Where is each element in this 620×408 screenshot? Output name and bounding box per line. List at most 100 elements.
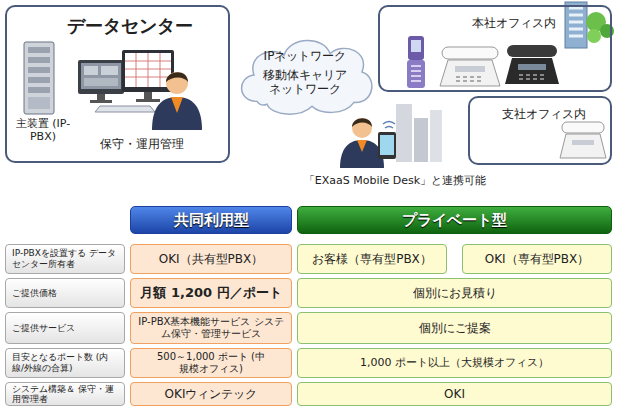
- node-title: 共同利用型: [174, 211, 249, 229]
- mobile-person: [340, 118, 396, 168]
- caption-label: 「EXaaS Mobile Desk」と連携可能: [300, 174, 490, 187]
- office-building: [569, 8, 583, 36]
- table-cell: お客様（専有型PBX）: [297, 244, 447, 274]
- monitor: [78, 60, 124, 103]
- keyboard: [95, 106, 155, 112]
- operator-person: [166, 72, 188, 82]
- monitor: [136, 99, 160, 102]
- column-header: 共同利用型: [130, 206, 292, 234]
- monitor: [125, 53, 171, 87]
- desk-phone: [518, 64, 546, 70]
- server-rack: [28, 47, 50, 53]
- price-cell: 月額 1,200 円／ポート: [130, 278, 292, 308]
- column-header: プライベート型: [297, 206, 612, 234]
- node-title: 500～1,000 ポート (中規模オフィス): [155, 351, 267, 375]
- operator-person: [166, 72, 188, 94]
- office-building: [587, 29, 601, 43]
- monitor: [78, 60, 124, 94]
- caption-label: 保守・運用管理: [92, 137, 192, 151]
- node-title: お客様（専有型PBX）: [312, 252, 432, 266]
- row-label: システム構築＆ 保守・運用管理者: [5, 382, 125, 406]
- monitor: [101, 66, 118, 75]
- table-cell: IP-PBX基本機能サービス システム保守・管理サービス: [130, 312, 292, 344]
- desk-phone: [505, 58, 559, 84]
- mobile-person: [383, 122, 395, 129]
- city-buildings: [396, 104, 412, 162]
- desk-phone: [440, 60, 500, 86]
- row-label: 目安となるポート数 (内線/外線の合算): [5, 348, 125, 378]
- keyboard: [95, 106, 155, 112]
- node-title: OKIウィンテック: [165, 387, 258, 401]
- flip-phone: [411, 66, 421, 81]
- city-buildings: [430, 110, 442, 162]
- row-label: ご提供価格: [5, 278, 125, 308]
- table-cell: 1,000 ポート以上（大規模オフィス）: [297, 348, 612, 378]
- server-rack: [28, 97, 50, 109]
- desk-phone: [456, 77, 484, 81]
- desk-phone: [440, 47, 500, 86]
- table-cell: OKIウィンテック: [130, 382, 292, 406]
- server-rack: [28, 87, 50, 93]
- cloud-outline: [242, 40, 372, 114]
- node-title: 月額 1,200 円／ポート: [140, 285, 281, 301]
- table-cell: OKI（共有型PBX）: [130, 244, 292, 274]
- monitor: [84, 66, 98, 75]
- desk-phone: [560, 122, 606, 158]
- node-title: IPネットワーク: [264, 49, 347, 63]
- node-title: プライベート型: [402, 211, 507, 229]
- mobile-person: [357, 140, 367, 152]
- office-building: [565, 2, 587, 48]
- monitor: [122, 50, 174, 102]
- server-rack: [28, 67, 50, 73]
- node-title: 支社オフィス内: [502, 107, 586, 121]
- monitor: [122, 50, 174, 92]
- node-title: 個別にお見積り: [413, 286, 497, 300]
- row-label: ご提供サービス: [5, 312, 125, 344]
- server-rack: [28, 57, 50, 63]
- table-cell: 個別にご提案: [297, 312, 612, 344]
- node-title: システム構築＆ 保守・運用管理者: [12, 384, 118, 404]
- node-title: OKI（共有型PBX）: [159, 252, 264, 266]
- mobile-person: [340, 140, 384, 168]
- monitor: [97, 94, 105, 100]
- city-buildings: [414, 118, 428, 162]
- desk-phone: [560, 134, 606, 158]
- node-title: ご提供価格: [12, 288, 57, 299]
- network-cloud: IPネットワーク移動体キャリア ネットワーク: [232, 28, 378, 118]
- node-text: 移動体キャリア ネットワーク: [257, 68, 353, 97]
- desk-phone: [505, 45, 559, 84]
- table-cell: OKI: [297, 382, 612, 406]
- node-title: IP-PBXを設置する データセンター所有者: [12, 248, 118, 270]
- mobile-person: [352, 118, 372, 138]
- desk-phone: [455, 66, 485, 72]
- node-title: ご提供サービス: [12, 323, 75, 334]
- mobile-person: [380, 135, 394, 155]
- node-title: IP-PBX基本機能サービス システム保守・管理サービス: [137, 316, 285, 340]
- operator-person: [152, 72, 202, 130]
- desk-phone: [442, 47, 498, 59]
- table-cell: 個別にお見積り: [297, 278, 612, 308]
- operator-person: [171, 97, 183, 113]
- desk-phone: [507, 45, 557, 57]
- flip-phone: [411, 40, 421, 52]
- server-rack: [28, 77, 50, 83]
- desk-phone: [519, 75, 545, 79]
- node-title: 本社オフィス内: [472, 16, 556, 30]
- node-title: OKI: [444, 387, 465, 401]
- table-cell: OKI（専有型PBX）: [462, 244, 612, 274]
- flip-phone: [407, 60, 425, 88]
- monitor: [125, 53, 171, 87]
- node-title: 1,000 ポート以上（大規模オフィス）: [360, 356, 549, 369]
- server-rack: [24, 42, 54, 114]
- flip-phone: [407, 36, 425, 88]
- office-box: 本社オフィス内: [378, 5, 612, 92]
- row-label: IP-PBXを設置する データセンター所有者: [5, 244, 125, 274]
- office-box: 支社オフィス内: [468, 96, 612, 165]
- office-building: [565, 2, 614, 48]
- caption-label: 主装置 (IP-PBX): [12, 117, 74, 143]
- node-title: 目安となるポート数 (内線/外線の合算): [12, 352, 118, 374]
- monitor: [84, 78, 118, 86]
- flip-phone: [408, 36, 424, 60]
- node-title: 個別にご提案: [419, 321, 491, 335]
